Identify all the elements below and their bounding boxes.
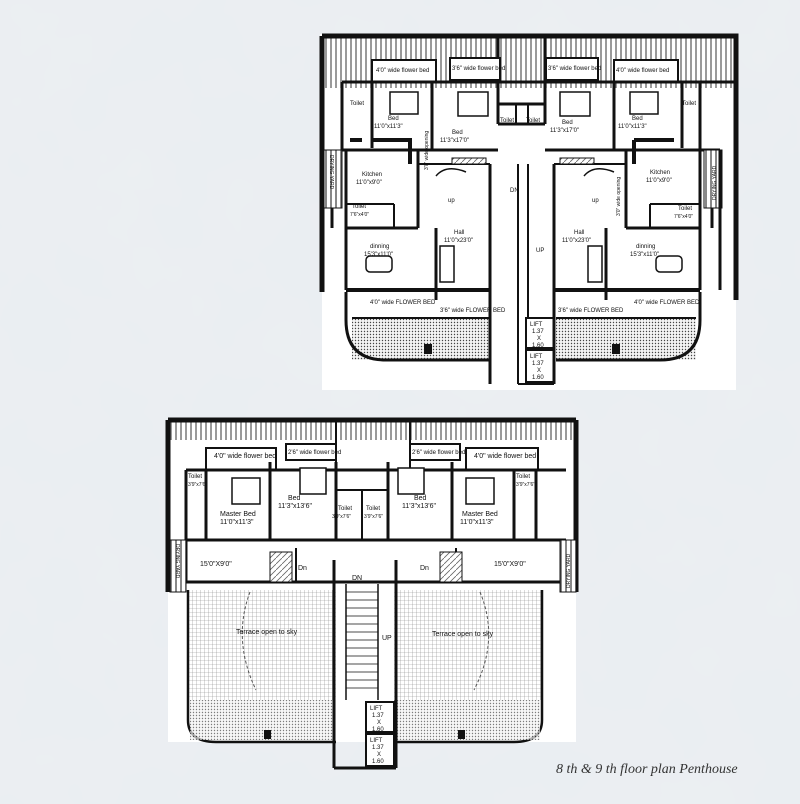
lower-bed-left-dim: 11'3"x13'6" (278, 503, 312, 510)
upper-wide-opening-right: 3'0" wide opening (616, 177, 622, 216)
lower-bed-right: Bed (414, 495, 427, 502)
upper-kitchen-left: Kitchen (362, 172, 382, 178)
lower-toilet-left-dim: 3'9"x7'6" (188, 482, 207, 488)
lower-master-bed-right: Master Bed (462, 511, 498, 518)
upper-dinning-right: dinning (636, 244, 655, 250)
upper-bed-right-dim: 11'0"x11'3" (618, 124, 647, 130)
upper-dinning-right-dim: 15'3"x11'0" (630, 252, 659, 258)
upper-toilet-small-right: Toilet (678, 206, 692, 212)
upper-dinning-left-dim: 15'3"x11'0" (364, 252, 393, 258)
lower-up-caps: UP (382, 635, 392, 642)
lower-flower-bed-4ft-right: 4'0" wide flower bed (474, 453, 536, 460)
upper-lift-1-x: X (537, 336, 541, 342)
lower-flower-bed-4ft-left: 4'0" wide flower bed (214, 453, 276, 460)
lower-lift-1-x: X (377, 720, 381, 726)
lower-dn-left: Dn (298, 565, 307, 572)
lower-flower-bed-2ft-left: 2'6" wide flower bed (288, 450, 341, 456)
lower-lift-2: LIFT (370, 738, 383, 744)
upper-bed-mid-left-label: Bed (452, 130, 463, 136)
upper-kitchen-right-dim: 11'0"x9'0" (646, 178, 672, 184)
upper-bed-mid-left-dim: 11'3"x17'0" (440, 138, 469, 144)
upper-kitchen-right: Kitchen (650, 170, 670, 176)
upper-lift-1: LIFT (530, 322, 543, 328)
lower-lift-1-h: 1.60 (372, 727, 384, 733)
upper-dn: DN (510, 188, 519, 194)
upper-flower-bed-bottom-right: 4'0" wide FLOWER BED (634, 300, 700, 306)
lower-living-left-dim: 15'0"X9'0" (200, 561, 232, 568)
lower-plan-labels: 4'0" wide flower bed 2'6" wide flower be… (174, 450, 572, 765)
upper-lift-2-x: X (537, 368, 541, 374)
upper-toilet-mid-right: Toilet (526, 118, 540, 124)
upper-lift-1-w: 1.37 (532, 329, 544, 335)
upper-drying-yard-right: DRYING YARD (712, 165, 718, 200)
lower-lift-2-x: X (377, 752, 381, 758)
lower-floor-plan (165, 417, 579, 770)
upper-bed-right-label: Bed (632, 116, 643, 122)
plan-caption: 8 th & 9 th floor plan Penthouse (556, 762, 738, 777)
upper-lift-2-w: 1.37 (532, 361, 544, 367)
lower-bed-left: Bed (288, 495, 301, 502)
upper-bed-left-label: Bed (388, 116, 399, 122)
lower-lift-1-w: 1.37 (372, 713, 384, 719)
lower-toilet-mid-right: Toilet (366, 506, 380, 512)
upper-wide-opening-left: 3'0" wide opening (424, 131, 430, 170)
upper-lift-1-h: 1.60 (532, 343, 544, 349)
lower-lift-2-w: 1.37 (372, 745, 384, 751)
upper-bed-mid-right-dim: 11'3"x17'0" (550, 128, 579, 134)
upper-hall-right: Hall (574, 230, 584, 236)
upper-floor-plan (319, 33, 739, 390)
upper-dinning-left: dinning (370, 244, 389, 250)
lower-bed-right-dim: 11'3"x13'6" (402, 503, 436, 510)
lower-master-bed-left-dim: 11'0"x11'3" (220, 519, 254, 526)
upper-toilet-small-right-dim: 7'6"x4'0" (674, 214, 693, 220)
lower-toilet-mid-right-dim: 3'9"x7'6" (364, 514, 383, 520)
upper-up-right: up (592, 198, 599, 204)
upper-plan-labels: 4'0" wide flower bed 3'6" wide flower be… (328, 66, 718, 381)
upper-lift-2: LIFT (530, 354, 543, 360)
lower-lift-1: LIFT (370, 706, 383, 712)
upper-flower-bed-bottom-mid-left: 3'6" wide FLOWER BED (440, 308, 506, 314)
lower-toilet-mid-left-dim: 3'9"x7'6" (332, 514, 351, 520)
lower-dn-caps: DN (352, 575, 362, 582)
upper-hall-right-dim: 11'0"x23'0" (562, 238, 591, 244)
lower-dn-right: Dn (420, 565, 429, 572)
upper-up-caps: UP (536, 248, 544, 254)
upper-flower-bed-3ft-right: 3'6" wide flower bed (548, 66, 601, 72)
upper-toilet-left: Toilet (350, 101, 364, 107)
lower-drying-yard-right: DRYING YARD (566, 553, 572, 588)
lower-master-bed-left: Master Bed (220, 511, 256, 518)
upper-hall-left-dim: 11'0"x23'0" (444, 238, 473, 244)
lower-master-bed-right-dim: 11'0"x11'3" (460, 519, 494, 526)
lower-toilet-right-dim: 3'9"x7'6" (516, 482, 535, 488)
lower-toilet-right: Toilet (516, 474, 530, 480)
lower-lift-2-h: 1.60 (372, 759, 384, 765)
lower-flower-bed-2ft-right: 2'6" wide flower bed (412, 450, 465, 456)
upper-hall-left: Hall (454, 230, 464, 236)
lower-living-right-dim: 15'0"X9'0" (494, 561, 526, 568)
lower-toilet-left: Toilet (188, 474, 202, 480)
upper-toilet-right: Toilet (682, 101, 696, 107)
lower-terrace-left: Terrace open to sky (236, 629, 298, 636)
upper-flower-bed-bottom-left: 4'0" wide FLOWER BED (370, 300, 436, 306)
upper-kitchen-left-dim: 11'0"x9'0" (356, 180, 382, 186)
upper-bed-mid-right-label: Bed (562, 120, 573, 126)
upper-drying-yard-left: DRYING YARD (328, 155, 334, 190)
lower-terrace-right: Terrace open to sky (432, 631, 494, 638)
upper-flower-bed-4ft-left: 4'0" wide flower bed (376, 68, 429, 74)
upper-flower-bed-3ft-left: 3'6" wide flower bed (452, 66, 505, 72)
upper-toilet-small-left-dim: 7'6"x4'0" (350, 212, 369, 218)
upper-flower-bed-bottom-mid-right: 3'6" wide FLOWER BED (558, 308, 624, 314)
upper-lift-2-h: 1.60 (532, 375, 544, 381)
upper-up-left: up (448, 198, 455, 204)
lower-drying-yard-left: DRYING YARD (174, 544, 180, 579)
upper-toilet-small-left: Toilet (352, 204, 366, 210)
upper-flower-bed-4ft-right: 4'0" wide flower bed (616, 68, 669, 74)
upper-bed-left-dim: 11'0"x11'3" (374, 124, 403, 130)
upper-toilet-mid-left: Toilet (500, 118, 514, 124)
lower-toilet-mid-left: Toilet (338, 506, 352, 512)
